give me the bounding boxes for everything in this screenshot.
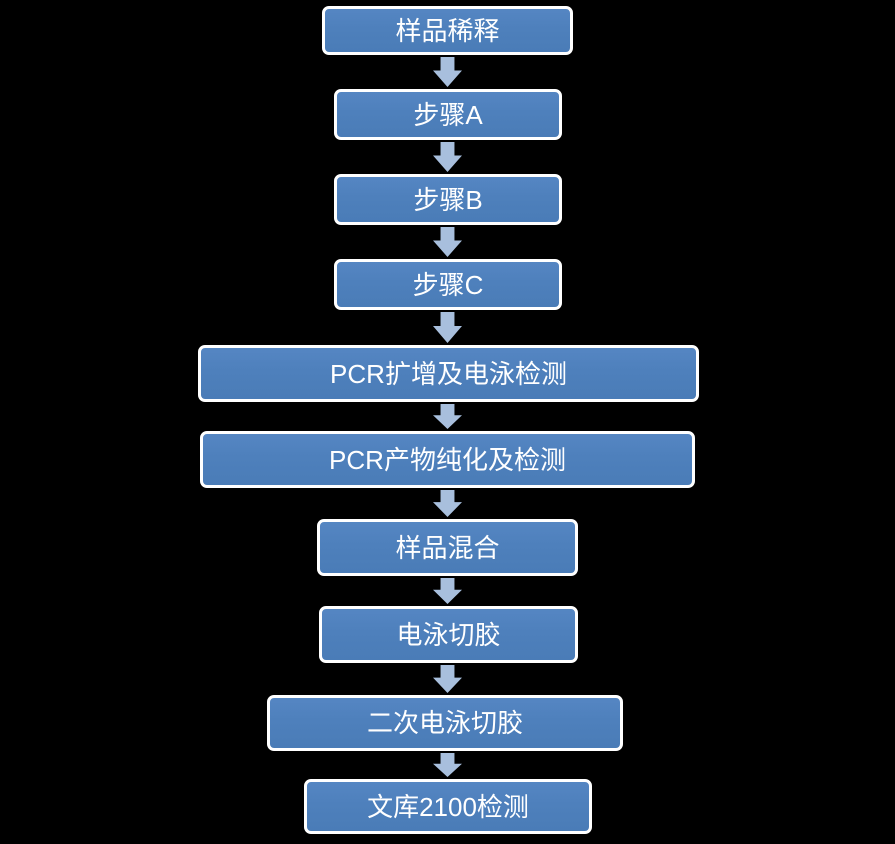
- flow-step-box: 文库2100检测: [304, 779, 592, 834]
- arrow-down-icon: [433, 753, 462, 777]
- arrow-down-icon: [433, 142, 462, 172]
- arrow-down-icon: [433, 57, 462, 87]
- flow-step-box: PCR扩增及电泳检测: [198, 345, 699, 402]
- arrow-down-icon: [433, 490, 462, 517]
- flow-step-box: 样品稀释: [322, 6, 573, 55]
- flow-step-box: PCR产物纯化及检测: [200, 431, 695, 488]
- flow-step-box: 样品混合: [317, 519, 578, 576]
- flow-step-box: 电泳切胶: [319, 606, 578, 663]
- flow-step-box: 步骤C: [334, 259, 562, 310]
- arrow-down-icon: [433, 578, 462, 604]
- arrow-down-icon: [433, 404, 462, 429]
- arrow-down-icon: [433, 227, 462, 257]
- flow-step-box: 步骤B: [334, 174, 562, 225]
- flow-step-box: 二次电泳切胶: [267, 695, 623, 751]
- arrow-down-icon: [433, 312, 462, 343]
- arrow-down-icon: [433, 665, 462, 693]
- flow-step-box: 步骤A: [334, 89, 562, 140]
